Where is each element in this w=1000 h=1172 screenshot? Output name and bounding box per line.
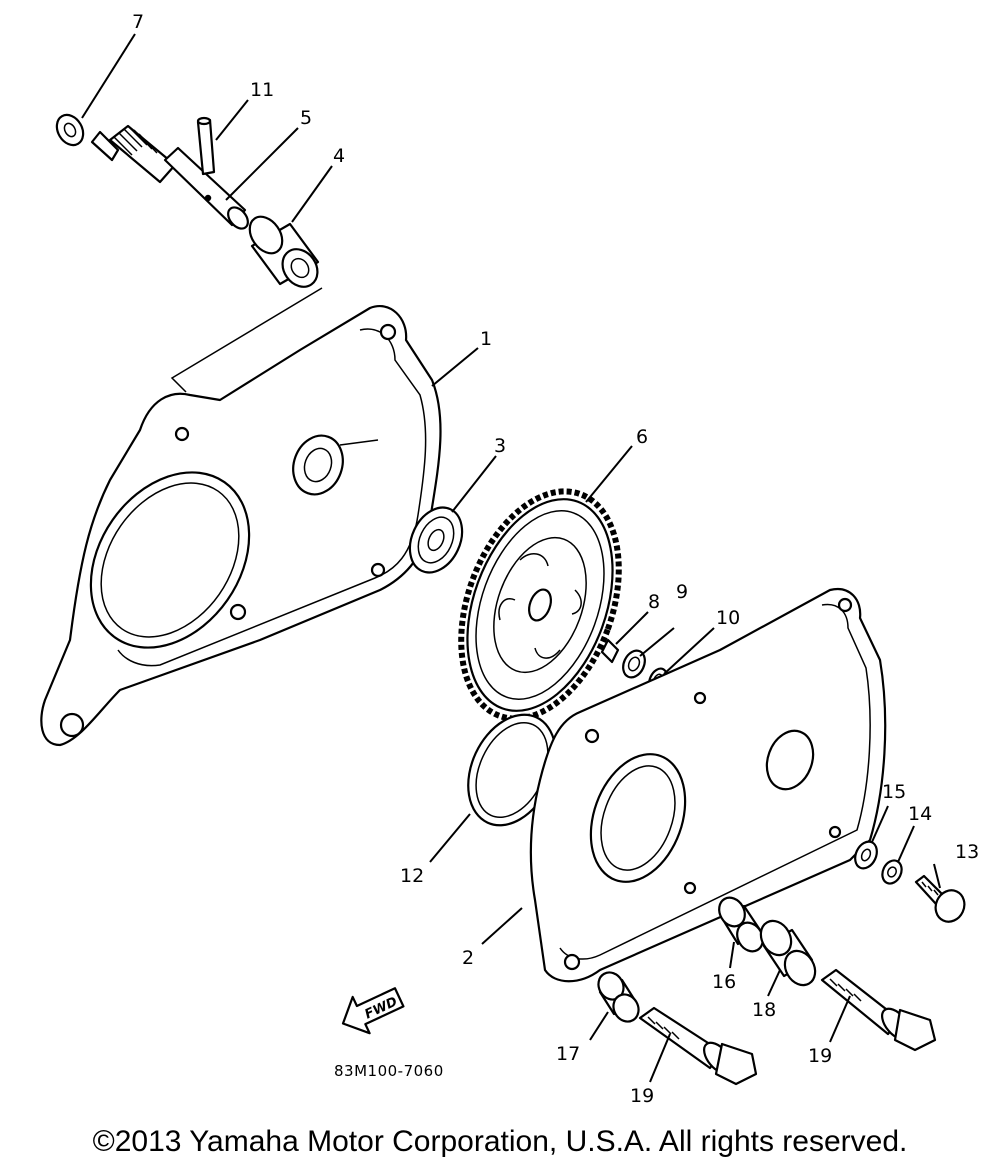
callout-14: 14 [908, 803, 932, 825]
part-8-key [600, 638, 620, 664]
copyright-footer: ©2013 Yamaha Motor Corporation, U.S.A. A… [92, 1125, 908, 1158]
callout-15: 15 [882, 781, 906, 803]
callout-12: 12 [400, 865, 424, 887]
callout-19-lower: 19 [630, 1085, 654, 1107]
callout-numbers: 7 11 5 4 1 3 6 8 9 10 12 2 15 14 13 16 1… [132, 11, 979, 1107]
callout-18: 18 [752, 999, 776, 1021]
part-17-collar [597, 971, 640, 1023]
callout-7: 7 [132, 11, 144, 33]
part-16-collar [718, 896, 764, 953]
part-19-bolt-lower [638, 1006, 758, 1086]
part-7-washer [55, 113, 85, 147]
exploded-parts-diagram: 7 11 5 4 1 3 6 8 9 10 12 2 15 14 13 16 1… [40, 11, 979, 1107]
part-1-gear-case-cover [40, 305, 442, 747]
part-15-washer [854, 840, 878, 870]
callout-8: 8 [648, 591, 660, 613]
callout-1: 1 [480, 328, 492, 350]
callout-4: 4 [333, 145, 345, 167]
part-14-lock-washer [881, 859, 903, 885]
leader-lines [81, 33, 941, 1083]
part-18-damper [759, 919, 817, 987]
alignment-line [170, 287, 323, 393]
callout-17: 17 [556, 1043, 580, 1065]
part-2-gear-case [529, 587, 887, 983]
callout-11: 11 [250, 79, 274, 101]
part-11-pin [196, 116, 216, 176]
callout-3: 3 [494, 435, 506, 457]
callout-5: 5 [300, 107, 312, 129]
part-5-shaft [90, 124, 249, 230]
callout-9: 9 [676, 581, 688, 603]
part-13-bolt [914, 874, 966, 923]
part-3-bearing [408, 506, 464, 574]
callout-13: 13 [955, 841, 979, 863]
fwd-arrow-icon: FWD [341, 987, 405, 1035]
callout-2: 2 [462, 947, 474, 969]
part-19-bolt-upper [820, 968, 937, 1052]
callout-16: 16 [712, 971, 736, 993]
part-9-washer [622, 649, 646, 679]
part-4-bushing [248, 215, 320, 288]
callout-6: 6 [636, 426, 648, 448]
part-6-gear [458, 488, 622, 722]
callout-10: 10 [716, 607, 740, 629]
diagram-code: 83M100-7060 [334, 1062, 444, 1080]
callout-19-upper: 19 [808, 1045, 832, 1067]
